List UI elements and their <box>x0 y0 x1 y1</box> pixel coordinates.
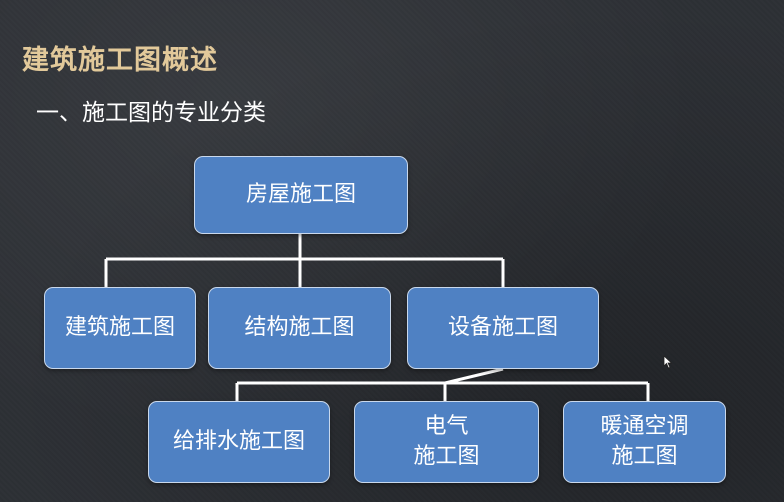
node-label: 设备施工图 <box>447 315 558 340</box>
node-label: 结构施工图 <box>244 315 355 340</box>
node-label: 给排水施工图 <box>172 429 305 454</box>
node-label-line-1: 暖通空调 <box>600 414 689 439</box>
node-label-line-1: 电气 <box>424 414 469 439</box>
slide-subtitle: 一、施工图的专业分类 <box>36 100 266 126</box>
node-label: 房屋施工图 <box>245 182 356 207</box>
node-plumbing-drawings: 给排水施工图 <box>148 401 330 483</box>
node-structural-drawings: 结构施工图 <box>208 287 391 369</box>
connector-equip-down <box>444 367 504 385</box>
node-architectural-drawings: 建筑施工图 <box>44 287 196 369</box>
node-label-line-2: 施工图 <box>413 444 480 469</box>
node-label: 建筑施工图 <box>64 315 175 340</box>
node-house-drawings: 房屋施工图 <box>194 156 408 234</box>
node-hvac-drawings: 暖通空调 施工图 <box>563 401 726 483</box>
node-equipment-drawings: 设备施工图 <box>407 287 599 369</box>
node-electrical-drawings: 电气 施工图 <box>354 401 539 483</box>
node-label-line-2: 施工图 <box>611 444 678 469</box>
slide-title: 建筑施工图概述 <box>22 45 218 76</box>
mouse-pointer-icon <box>663 355 673 369</box>
